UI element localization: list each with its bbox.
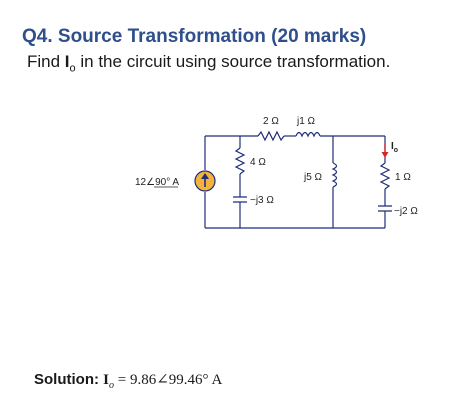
label-4-ohm: 4 Ω [250, 157, 266, 168]
label-1-ohm: 1 Ω [395, 172, 411, 183]
resistor-1-ohm [379, 162, 391, 190]
solution-line: Solution: Io = 9.86∠99.46° A [34, 370, 222, 391]
label-j1-ohm: j1 Ω [296, 116, 316, 127]
current-source-arrow-head [201, 173, 209, 179]
circuit-wires [204, 130, 392, 229]
prompt-current-symbol: I [64, 52, 70, 71]
label-io-symbol: I [391, 141, 394, 152]
resistor-4-ohm [234, 147, 246, 175]
capacitor-minus-j3-ohm [233, 196, 247, 203]
solution-current-symbol: I [103, 372, 109, 388]
capacitor-minus-j2-ohm [378, 205, 392, 212]
prompt-text-end: in the circuit using source transformati… [75, 52, 391, 71]
current-source [194, 170, 216, 192]
label-io-subscript: o [394, 147, 398, 154]
question-title: Q4. Source Transformation (20 marks) [22, 26, 367, 47]
resistor-2-ohm [257, 130, 285, 142]
io-arrow-head [381, 152, 389, 158]
label-2-ohm: 2 Ω [263, 116, 279, 127]
question-prompt: Find Io in the circuit using source tran… [27, 52, 390, 74]
label-io: Io [391, 141, 398, 154]
inductor-j5-ohm [331, 162, 338, 188]
prompt-text-start: Find [27, 52, 65, 71]
solution-current-subscript: o [109, 380, 114, 391]
source-label: 12∠90° A [135, 177, 179, 188]
solution-answer: = 9.86∠99.46° A [114, 372, 223, 388]
label-minus-j2-ohm: −j2 Ω [394, 206, 418, 217]
label-minus-j3-ohm: −j3 Ω [250, 195, 274, 206]
solution-label: Solution: [34, 371, 104, 388]
inductor-j1-ohm [295, 131, 321, 138]
label-j5-ohm: j5 Ω [303, 172, 323, 183]
prompt-current-subscript: o [69, 62, 76, 75]
